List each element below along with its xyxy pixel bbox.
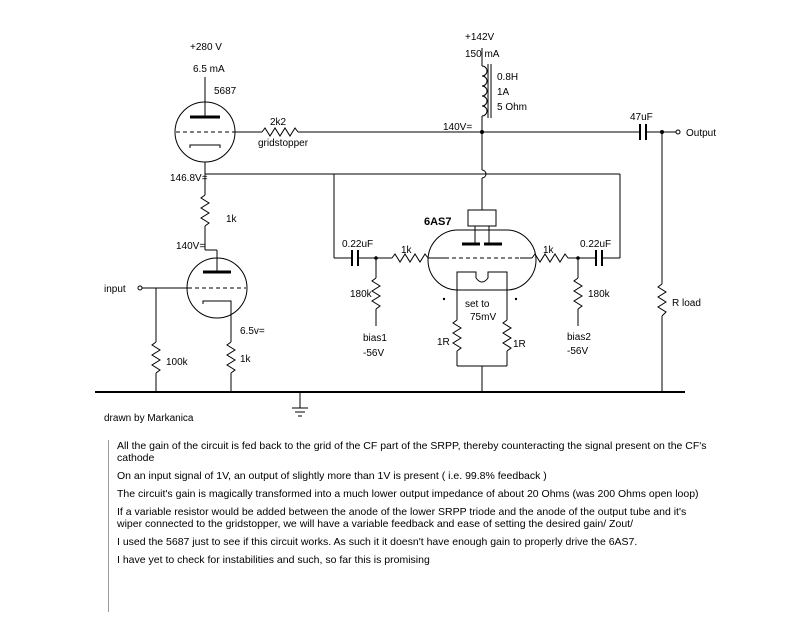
output-triode-6as7: [427, 209, 537, 320]
label-resistor-1r-left: 1R: [437, 337, 450, 348]
label-inductor-current: 1A: [497, 87, 510, 98]
label-bias1-voltage: -56V: [363, 348, 384, 359]
label-capacitor-0-22uf-right: 0.22uF: [580, 239, 611, 250]
label-tube-5687: 5687: [214, 86, 237, 97]
note-paragraph: If a variable resistor would be added be…: [117, 506, 687, 530]
label-resistor-1k-upper: 1k: [226, 214, 238, 225]
output-capacitor: [482, 124, 681, 140]
label-output: Output: [686, 128, 716, 139]
label-bias2: bias2: [567, 332, 591, 343]
label-resistor-180k-left: 180k: [350, 289, 373, 300]
wire-hop: [481, 169, 487, 179]
choke-inductor: [480, 48, 492, 170]
input-network: [137, 285, 188, 392]
gridstopper-resistor: [261, 127, 482, 137]
label-capacitor-47uf: 47uF: [630, 112, 653, 123]
label-resistor-180k-right: 180k: [588, 289, 611, 300]
label-bias2-voltage: -56V: [567, 346, 588, 357]
srpp-middle-chain: [200, 173, 620, 250]
label-bias1: bias1: [363, 333, 387, 344]
label-drawn-by: drawn by Markanica: [104, 413, 194, 424]
label-resistor-2k2: 2k2: [270, 117, 287, 128]
label-resistor-1r-right: 1R: [513, 339, 526, 350]
note-paragraph: On an input signal of 1V, an output of s…: [117, 470, 547, 482]
label-resistor-1k-left: 1k: [401, 245, 413, 256]
note-paragraph: All the gain of the circuit is fed back …: [117, 440, 707, 464]
lower-triode: [186, 249, 248, 319]
cathode-1r-resistors: [452, 319, 512, 392]
label-voltage-140v-lower: 140V=: [176, 241, 205, 252]
label-input: input: [104, 284, 126, 295]
label-set-to: set to: [465, 299, 490, 310]
upper-triode: [174, 77, 262, 174]
note-paragraph: I have yet to check for instabilities an…: [117, 554, 430, 566]
right-feedback-network: [520, 174, 621, 326]
note-paragraph: The circuit's gain is magically transfor…: [117, 488, 699, 500]
label-inductance: 0.8H: [497, 72, 518, 83]
label-capacitor-0-22uf-left: 0.22uF: [342, 239, 373, 250]
label-voltage-140v-upper: 140V=: [443, 122, 472, 133]
label-inductor-resistance: 5 Ohm: [497, 102, 527, 113]
label-supply-280v: +280 V: [190, 42, 222, 53]
label-gridstopper: gridstopper: [258, 138, 309, 149]
label-current-150ma: 150 mA: [465, 49, 500, 60]
label-75mv: 75mV: [470, 312, 496, 323]
label-resistor-1k-cathode: 1k: [240, 354, 252, 365]
label-rload: R load: [672, 298, 701, 309]
label-current-6-5ma: 6.5 mA: [193, 64, 225, 75]
ground-rail: [95, 391, 685, 417]
label-voltage-146-8v: 146.8V=: [170, 173, 208, 184]
notes-panel: All the gain of the circuit is fed back …: [108, 440, 708, 612]
cathode-resistor: [226, 318, 236, 392]
label-resistor-1k-right: 1k: [543, 245, 555, 256]
left-feedback-network: [333, 174, 445, 326]
note-paragraph: I used the 5687 just to see if this circ…: [117, 536, 638, 548]
label-voltage-6-5v: 6.5v=: [240, 326, 265, 337]
circuit-schematic: +280 V 6.5 mA 5687 2k2 gridstopper 146.8…: [95, 32, 716, 424]
label-tube-6as7: 6AS7: [424, 216, 452, 228]
load-resistor: [657, 132, 667, 392]
label-supply-142v: +142V: [465, 32, 495, 43]
label-resistor-100k: 100k: [166, 357, 189, 368]
